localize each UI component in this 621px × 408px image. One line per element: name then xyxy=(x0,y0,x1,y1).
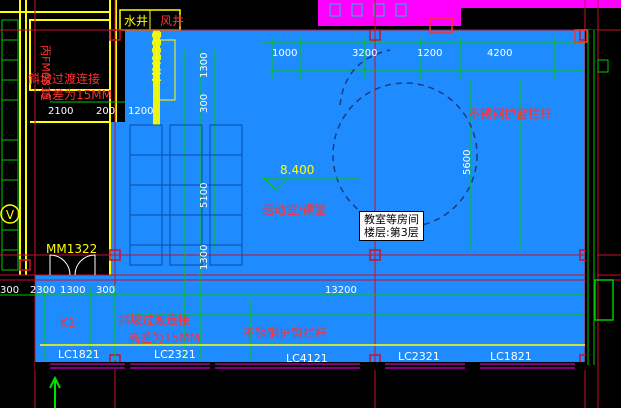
wind-well-label: 风井 xyxy=(160,14,184,28)
dim-top-4200: 4200 xyxy=(487,48,512,59)
right-column xyxy=(594,279,614,321)
door-swing-bottom xyxy=(49,254,96,276)
tooltip-room-type: 教室等房间 xyxy=(364,213,419,226)
window-tag-lc4121: LC4121 xyxy=(286,352,328,365)
door-tag-mm1322-bottom: MM1322 xyxy=(46,242,97,256)
window-tag-lc1821-left: LC1821 xyxy=(58,348,100,361)
note-activity-room: 活动室/课堂 xyxy=(262,202,326,217)
window-tag-lc2321-left: LC2321 xyxy=(154,348,196,361)
grid-arrow xyxy=(49,375,61,408)
note-railing-bottom: 不锈钢护窗栏杆 xyxy=(243,325,327,340)
left-stair-lines xyxy=(1,19,19,271)
dim-left-1200: 1200 xyxy=(128,106,153,117)
window-tag-lc2321-right: LC2321 xyxy=(398,350,440,363)
tooltip-floor: 楼层:第3层 xyxy=(364,226,419,239)
magenta-hatch-area-right xyxy=(461,0,621,8)
window-tag-lc1821-right: LC1821 xyxy=(490,350,532,363)
dim-vert-5600: 5600 xyxy=(462,150,473,175)
water-well-label: 水井 xyxy=(124,14,148,28)
elevation-label: 8.400 xyxy=(280,163,314,177)
left-walls xyxy=(0,0,117,275)
dim-left-200: 200 xyxy=(96,106,115,117)
note-railing-right: 不锈钢护窗栏杆 xyxy=(468,106,552,121)
dim-bottom-300-b: 300 xyxy=(96,285,115,296)
door-tag-mm1322-top: MM1322 xyxy=(150,31,164,82)
dim-bottom-2300: 2300 xyxy=(30,285,55,296)
dim-vert-1300-b: 1300 xyxy=(199,245,210,270)
dimension-lines xyxy=(0,38,585,360)
dim-vert-5100: 5100 xyxy=(199,183,210,208)
dim-vert-300: 300 xyxy=(199,94,210,113)
dim-top-1000: 1000 xyxy=(272,48,297,59)
dim-bottom-300: 300 xyxy=(0,285,19,296)
desk-layout xyxy=(129,124,243,266)
exterior-wall-bottom xyxy=(35,362,590,370)
elevation-marker xyxy=(262,177,360,191)
note-ramp-bottom: 斜坡过渡连接 xyxy=(118,312,190,327)
dim-bottom-13200: 13200 xyxy=(325,285,357,296)
dim-left-2100: 2100 xyxy=(48,106,73,117)
dim-vert-1300: 1300 xyxy=(199,53,210,78)
magenta-area-fixtures xyxy=(329,3,407,17)
right-wall-lines xyxy=(587,30,595,365)
dim-bottom-1300: 1300 xyxy=(60,285,85,296)
top-columns xyxy=(429,17,588,43)
door-frame-mm1322 xyxy=(156,39,176,101)
magenta-hatch-area xyxy=(318,0,461,26)
door-tag-k1: K1 xyxy=(60,316,76,330)
note-height-diff-top: 高差为15MM xyxy=(40,87,112,102)
dim-top-1200: 1200 xyxy=(417,48,442,59)
axis-bubble-v xyxy=(0,204,20,224)
note-ramp-top: 斜坡过渡连接 xyxy=(28,71,100,86)
note-height-diff-bottom: 高差为15MM xyxy=(128,330,200,345)
room-info-tooltip: 教室等房间 楼层:第3层 xyxy=(359,211,424,241)
vertical-door-label: 丙FM0815 xyxy=(39,45,52,100)
dim-top-3200: 3200 xyxy=(352,48,377,59)
room-fill-classroom[interactable] xyxy=(35,30,585,362)
axis-bubble-v-label: V xyxy=(6,208,15,222)
grid-markers xyxy=(19,29,591,366)
room-fill-corridor xyxy=(125,30,155,122)
window-lines xyxy=(50,363,575,369)
